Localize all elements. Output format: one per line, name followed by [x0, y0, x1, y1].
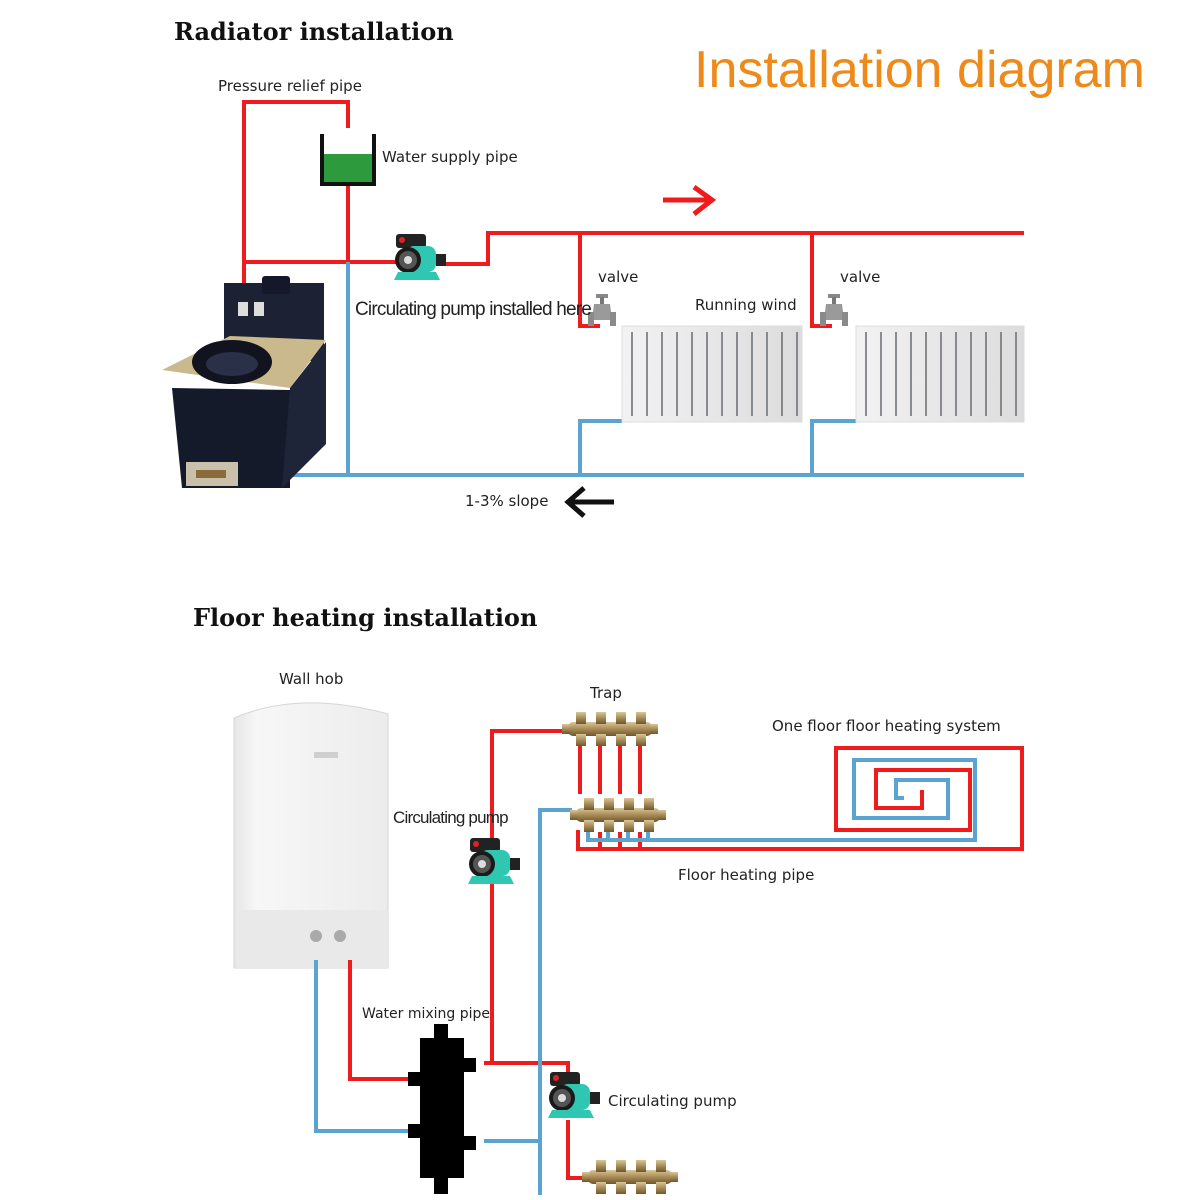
- pump-label: Circulating pump: [393, 808, 509, 827]
- water-supply-label: Water supply pipe: [382, 148, 518, 166]
- manifold-icon: [562, 712, 658, 746]
- floor-cold-pipes: [314, 758, 977, 1195]
- floor-hot-pipes: [348, 729, 1024, 1180]
- floor-pipe-label: Floor heating pipe: [678, 866, 815, 884]
- pressure-relief-label: Pressure relief pipe: [218, 77, 362, 95]
- pump-note-label: Circulating pump installed here: [355, 299, 592, 320]
- pump-label: Circulating pump: [608, 1092, 737, 1110]
- arrow-right-icon: [663, 184, 717, 216]
- cold-return-pipes: [270, 262, 1024, 477]
- circulating-pump-icon: [468, 838, 520, 884]
- circulating-pump-icon: [394, 234, 446, 280]
- radiator-icon: [621, 325, 803, 423]
- slope-label: 1-3% slope: [465, 492, 549, 510]
- manifold-icon: [582, 1160, 678, 1194]
- radiator-icon: [855, 325, 1025, 423]
- radiator-section-title: Radiator installation: [174, 17, 454, 46]
- valve-icon: [820, 294, 848, 326]
- valve-icon: [588, 294, 616, 326]
- floor-section-title: Floor heating installation: [193, 603, 538, 632]
- wall-hob-label: Wall hob: [279, 670, 344, 688]
- wall-boiler-icon: [233, 702, 389, 969]
- valve-label: valve: [840, 268, 881, 286]
- mixing-pipe-label: Water mixing pipe: [362, 1006, 491, 1022]
- page-title: Installation diagram: [694, 41, 1145, 99]
- floor-system-label: One floor floor heating system: [772, 717, 1001, 735]
- trap-label: Trap: [590, 684, 622, 702]
- running-wind-label: Running wind: [695, 296, 797, 314]
- manifold-icon: [570, 798, 666, 832]
- hot-supply-pipes: [242, 100, 1024, 328]
- mixing-pipe-icon: [408, 1024, 476, 1194]
- arrow-left-icon: [564, 486, 614, 518]
- expansion-tank-icon: [320, 134, 376, 186]
- stove-boiler-icon: [162, 276, 326, 488]
- valve-label: valve: [598, 268, 639, 286]
- circulating-pump-icon: [548, 1072, 600, 1118]
